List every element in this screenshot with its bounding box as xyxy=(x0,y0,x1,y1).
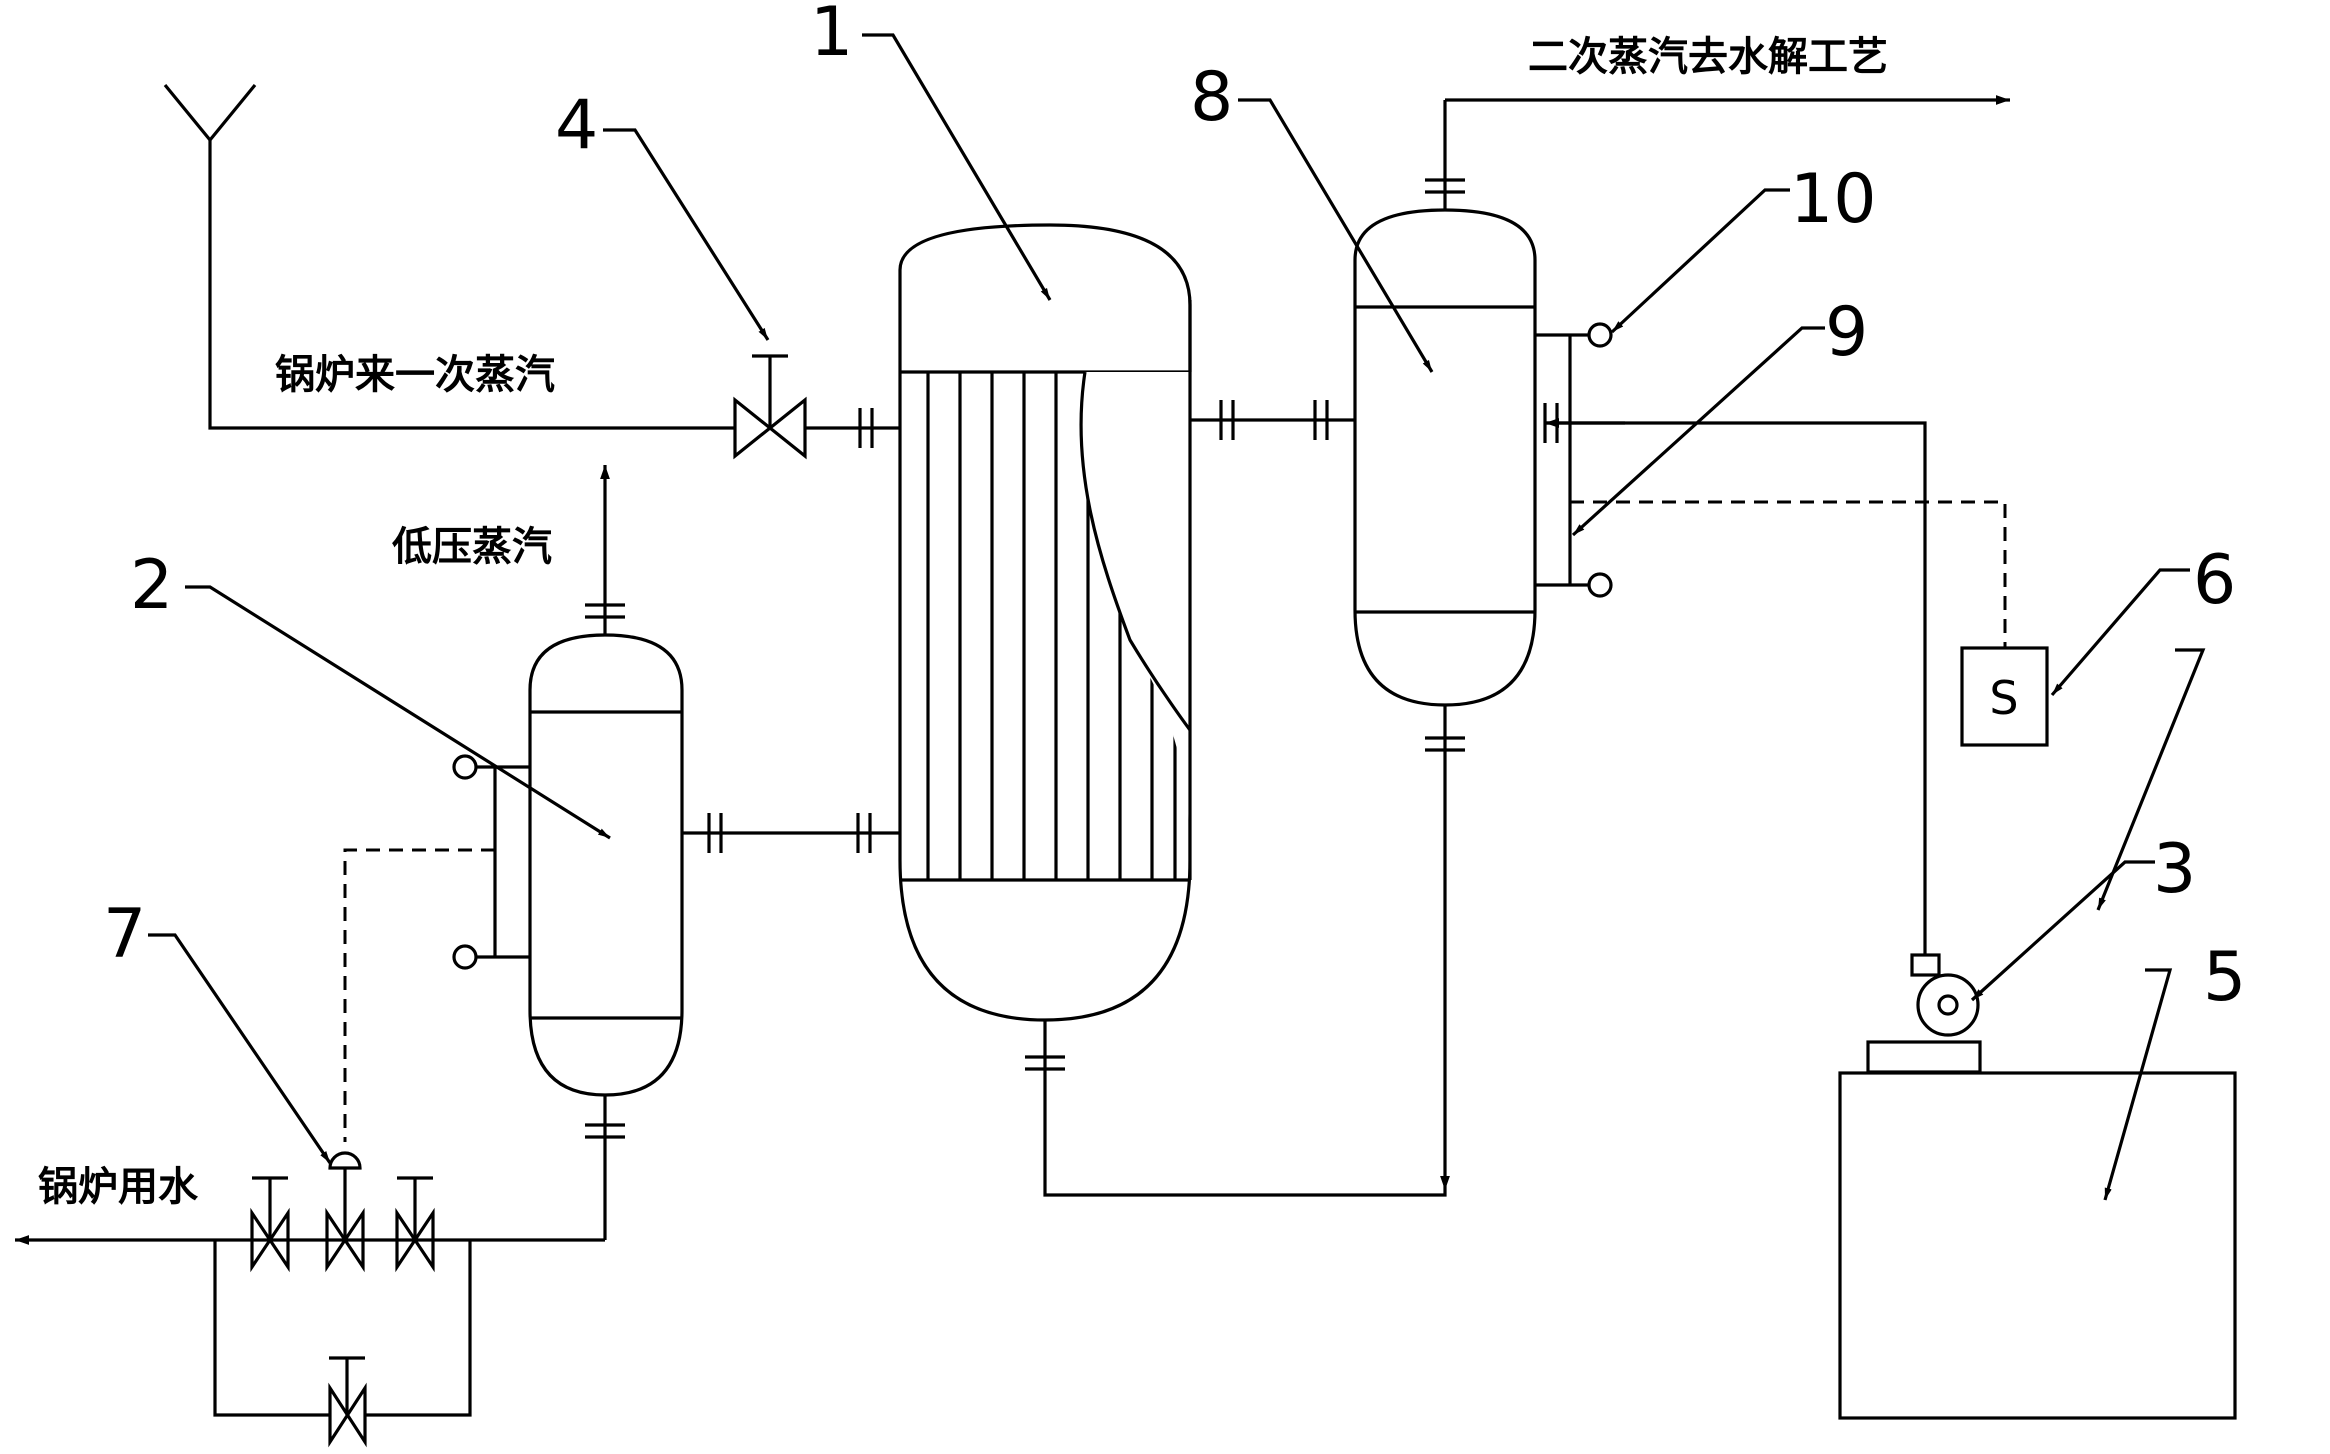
label-num-8: 8 xyxy=(1190,58,1233,137)
label-primary-steam: 锅炉来一次蒸汽 xyxy=(275,352,555,398)
vessel-2 xyxy=(452,465,684,1240)
level-sensor-6: S xyxy=(1960,646,2049,747)
label-num-9: 9 xyxy=(1825,293,1868,372)
bypass-valve xyxy=(328,1356,367,1448)
label-num-10: 10 xyxy=(1790,160,1877,239)
label-num-2: 2 xyxy=(130,546,173,625)
signal-line-6 xyxy=(1570,500,2007,648)
pump-3 xyxy=(1866,953,1982,1074)
pipe-pump-to-separator xyxy=(1543,403,1927,958)
manual-valve-left xyxy=(250,1176,290,1273)
sensor-symbol: S xyxy=(1989,671,2018,725)
heat-exchanger-1 xyxy=(898,223,1200,1190)
manual-valve-right xyxy=(395,1176,435,1273)
label-num-4: 4 xyxy=(555,86,598,165)
boiler-water-line xyxy=(15,1235,605,1417)
label-num-7: 7 xyxy=(103,895,146,974)
signal-line-7 xyxy=(343,848,495,1142)
label-boiler-water: 锅炉用水 xyxy=(38,1164,199,1210)
valve-4 xyxy=(733,354,807,460)
label-num-5: 5 xyxy=(2203,938,2246,1017)
separator-8 xyxy=(1353,95,2010,1190)
primary-steam-line xyxy=(163,83,900,430)
control-valve-7 xyxy=(325,1151,365,1273)
pipe-vessel1-to-vessel2 xyxy=(683,813,900,853)
label-num-1: 1 xyxy=(810,0,853,72)
leader-lines xyxy=(148,33,2206,1201)
label-low-pressure-steam: 低压蒸汽 xyxy=(392,524,552,570)
tank-5 xyxy=(1838,1071,2237,1420)
label-num-3: 3 xyxy=(2153,830,2196,909)
label-num-6: 6 xyxy=(2193,541,2236,620)
label-secondary-steam: 二次蒸汽去水解工艺 xyxy=(1528,34,1888,80)
condensate-return-loop xyxy=(1043,1190,1447,1197)
flange-steam-inlet xyxy=(858,408,874,448)
